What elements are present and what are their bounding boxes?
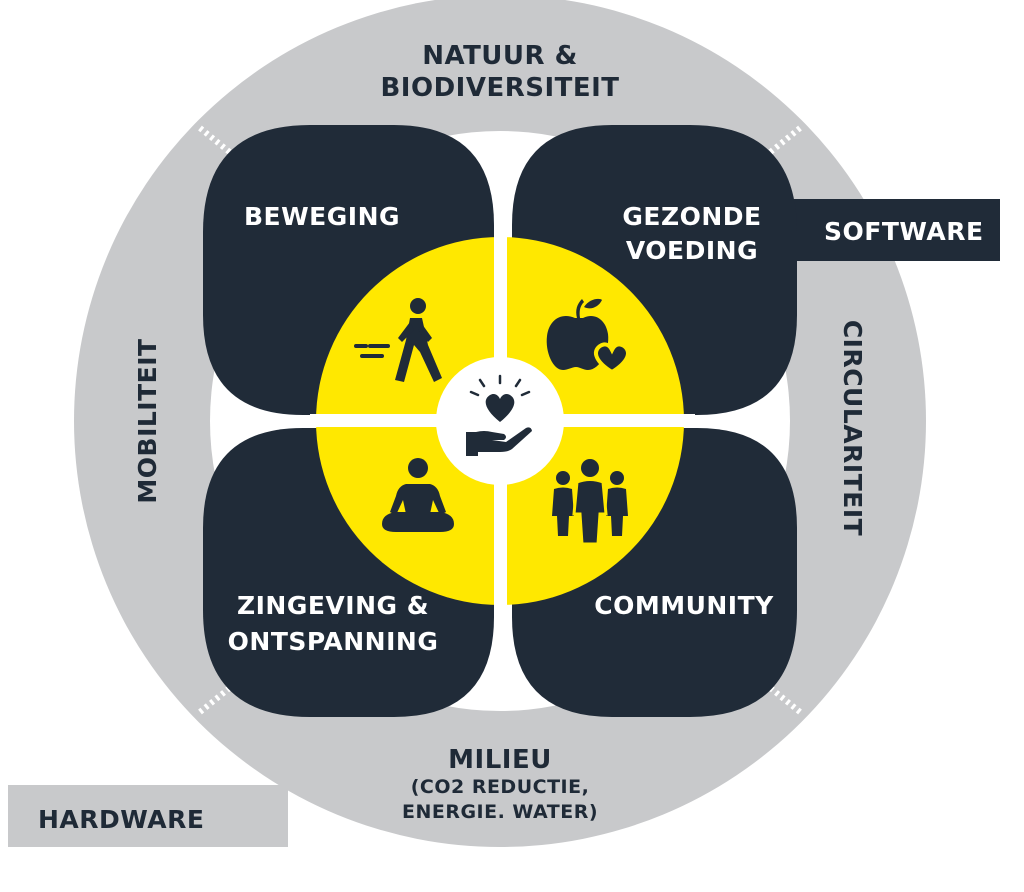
meditation-icon bbox=[382, 458, 454, 532]
ring-label-bottom-line3: ENERGIE. WATER) bbox=[402, 801, 598, 823]
walking-person-icon bbox=[354, 298, 442, 382]
quadrant-label-beweging: BEWEGING bbox=[244, 202, 400, 231]
ring-label-bottom-line2: (CO2 REDUCTIE, bbox=[411, 776, 590, 798]
hardware-tab bbox=[8, 785, 288, 847]
ring-label-left: MOBILITEIT bbox=[133, 338, 162, 503]
quadrant-label-community: COMMUNITY bbox=[594, 591, 774, 620]
hardware-label: HARDWARE bbox=[38, 805, 204, 834]
heart-in-hand-icon bbox=[466, 374, 532, 456]
software-label: SOFTWARE bbox=[824, 217, 984, 246]
software-tab bbox=[760, 199, 1000, 261]
quadrant-label-voeding: VOEDING bbox=[626, 236, 758, 265]
quadrant-label-ontspanning: ONTSPANNING bbox=[228, 627, 439, 656]
apple-heart-icon bbox=[546, 298, 630, 375]
ring-label-bottom-line1: MILIEU bbox=[448, 745, 552, 775]
quadrant-label-gezonde: GEZONDE bbox=[622, 202, 761, 231]
ring-label-top-line2: BIODIVERSITEIT bbox=[380, 73, 619, 103]
quadrant-label-zingeving: ZINGEVING & bbox=[237, 591, 429, 620]
group-people-icon bbox=[552, 459, 628, 546]
ring-label-top-line1: NATUUR & bbox=[422, 41, 578, 71]
ring-label-right: CIRCULARITEIT bbox=[838, 320, 867, 536]
